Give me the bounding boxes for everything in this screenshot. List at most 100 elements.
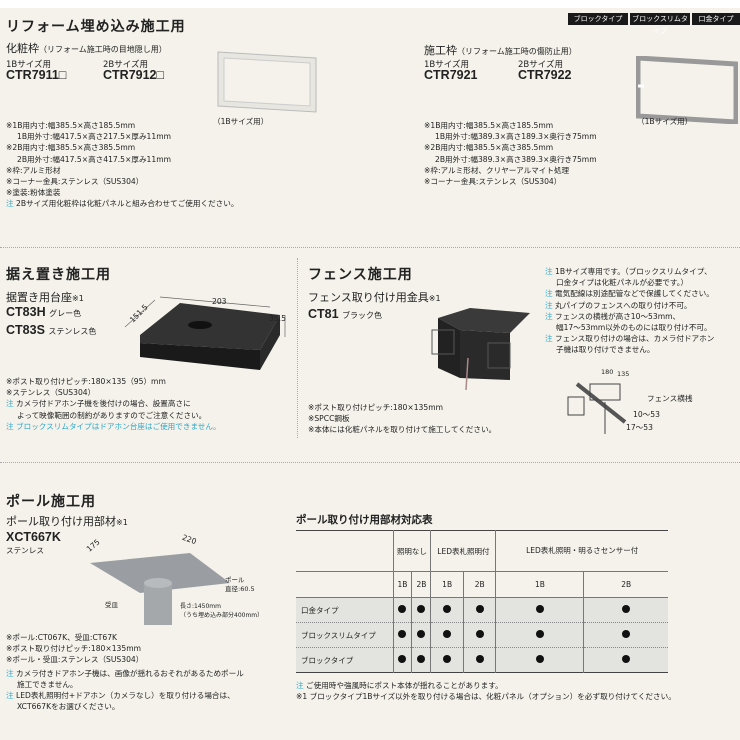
row-label: 口金タイプ [296,597,393,623]
table-cell [392,622,412,648]
size-header: 1B [495,571,584,598]
supported-dot-icon [622,605,631,613]
size-label: 1Bサイズ用 [424,60,469,70]
sueoki-notes: ※ポスト取り付けピッチ:180×135（95）mm※ステンレス（SUS304） … [6,377,221,431]
supported-dot-icon [622,630,631,638]
table-cell [495,597,584,623]
table-cell [462,597,496,623]
row-label: ブロックスリムタイプ [296,622,393,648]
fence-heading: フェンス取り付け用金具※1 [308,291,441,304]
ukezara-label: 受皿 [105,601,118,609]
supported-dot-icon [398,630,407,638]
model-number: XCT667K [6,530,61,544]
table-row: ブロックスリムタイプ [296,622,668,648]
tag-block-slim: ブロックスリムタイプ [630,13,690,35]
row-label: ブロックタイプ [296,647,393,673]
supported-dot-icon [475,630,484,638]
table-corner [296,530,393,572]
section-title-reform: リフォーム埋め込み施工用 [6,19,186,35]
size-label: 2Bサイズ用 [103,60,148,70]
dim-label: 10〜53 [633,410,660,419]
table-corner [296,571,393,598]
fence-cautions: 注 1Bサイズ専用です。（ブロックスリムタイプ、口金タイプは化粧パネルが必要です… [545,267,715,355]
divider [0,462,740,463]
table-cell [583,622,668,648]
dim-label: 35.5 [269,314,286,323]
dim-label: 203 [212,297,227,306]
supported-dot-icon [417,630,426,638]
pole-image [90,553,230,625]
table-cell [430,647,464,673]
section-title-sueoki: 据え置き施工用 [6,267,111,283]
table-row: ブロックタイプ [296,647,668,673]
supported-dot-icon [475,655,484,663]
table-cell [583,647,668,673]
kesho-heading: 化粧枠（リフォーム施工時の目地隠し用） [6,42,167,55]
size-label: 1Bサイズ用 [6,60,51,70]
table-cell [495,622,584,648]
length-label: 長さ:1450mm（うち埋め込み部分400mm） [180,603,264,619]
supported-dot-icon [417,655,426,663]
model-number: CTR7921 [424,68,478,82]
supported-dot-icon [443,630,452,638]
size-header: 2B [462,571,496,598]
supported-dot-icon [475,605,484,613]
seko-heading: 施工枠（リフォーム施工時の傷防止用） [424,44,577,57]
tag-kuchigane: 口金タイプ [692,13,740,25]
size-header: 2B [411,571,431,598]
table-title: ポール取り付け用部材対応表 [296,514,433,526]
table-cell [462,622,496,648]
supported-dot-icon [443,655,452,663]
column-group-header: 照明なし [392,530,431,572]
divider [0,247,740,248]
model-number: CTR7912□ [103,68,165,82]
table-row: 口金タイプ [296,597,668,623]
section-title-fence: フェンス施工用 [308,267,413,283]
table-cell [583,597,668,623]
tag-block: ブロックタイプ [568,13,628,25]
supported-dot-icon [535,605,544,613]
sueoki-heading: 据置き用台座※1 [6,291,84,304]
table-cell [430,622,464,648]
supported-dot-icon [622,655,631,663]
table-cell [411,647,431,673]
pole-heading: ポール取り付け用部材※1 [6,515,128,528]
supported-dot-icon [443,605,452,613]
supported-dot-icon [535,655,544,663]
supported-dot-icon [417,605,426,613]
supported-dot-icon [398,655,407,663]
column-group-header: LED表札照明・明るさセンサー付 [495,530,668,572]
column-group-header: LED表札照明付 [430,530,496,572]
dim-label: 135 [617,370,630,378]
seko-frame-image [636,56,738,124]
base-stand-image [124,296,286,370]
size-header: 2B [583,571,668,598]
table-cell [495,647,584,673]
dim-label: 180 [601,368,614,376]
fence-bracket-image [431,308,530,391]
table-cell [462,647,496,673]
dim-label: フェンス横桟 [647,394,693,403]
material-label: ステンレス [6,546,44,555]
table-notes: 注 ご使用時や強風時にポスト本体が揺れることがあります。 ※1 ブロックタイプ1… [296,681,676,702]
table-cell [392,597,412,623]
model-number: CT83S ステンレス色 [6,323,97,337]
model-number: CT81 ブラック色 [308,307,383,321]
supported-dot-icon [535,630,544,638]
pole-dim-label: ポール直径:60.5 [225,576,255,593]
size-header: 1B [430,571,464,598]
model-number: CTR7911□ [6,68,67,82]
supported-dot-icon [398,605,407,613]
fence-diagram [567,382,627,434]
caution-mark: 注 [6,399,14,409]
model-number: CT83H グレー色 [6,305,82,319]
dim-label: 17〜53 [626,423,653,432]
image-caption: （1Bサイズ用） [213,117,269,126]
table-cell [411,622,431,648]
divider [297,258,298,438]
image-caption: （1Bサイズ用） [637,117,693,126]
section-title-pole: ポール施工用 [6,494,96,510]
